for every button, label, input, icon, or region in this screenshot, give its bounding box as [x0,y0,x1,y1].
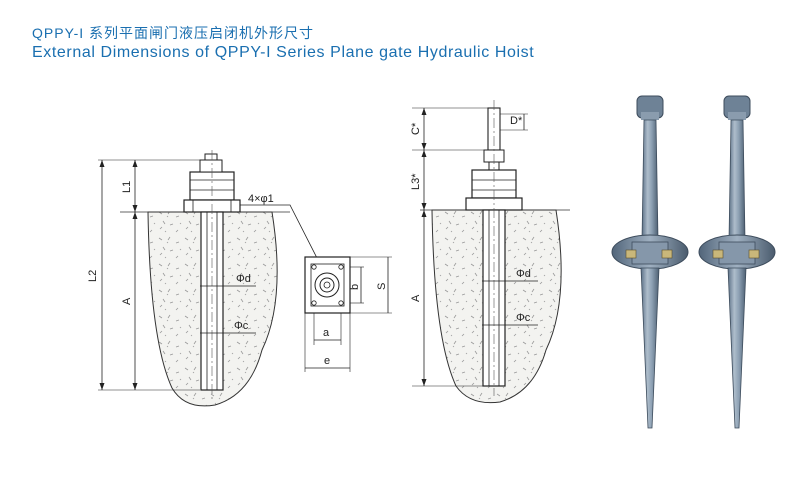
right-a-label: A [410,294,422,302]
title-chinese: QPPY-I 系列平面闸门液压启闭机外形尺寸 [32,25,315,41]
hoist-photo-left [611,95,689,429]
left-phi-d-label: Φd [236,273,251,285]
right-d-label: D* [510,115,523,127]
right-section-view: Φd Φc D* C* L3* A [410,100,570,404]
left-l1-label: L1 [121,181,133,193]
left-l2-label: L2 [87,270,99,282]
title-block: QPPY-I 系列平面闸门液压启闭机外形尺寸 External Dimensio… [32,24,534,64]
left-phi-c-label: Φc [234,320,249,332]
flange-s-label: S [376,283,388,290]
hoist-photo-right [698,95,776,429]
right-c-label: C* [410,122,422,135]
flange-top-view: 4×φ1 b S a e [240,193,392,372]
bolt-holes-label: 4×φ1 [248,193,274,205]
flange-plate [304,256,351,314]
left-a-label: A [121,297,133,305]
flange-e-label: e [324,355,330,367]
right-l3-label: L3* [410,173,422,190]
flange-a-label: a [323,327,330,339]
left-section-view: Φd Φc L2 L1 A [87,150,290,407]
right-phi-c-label: Φc [516,312,531,324]
right-phi-d-label: Φd [516,268,531,280]
title-english: External Dimensions of QPPY-I Series Pla… [32,44,535,61]
flange-b-label: b [349,284,361,290]
